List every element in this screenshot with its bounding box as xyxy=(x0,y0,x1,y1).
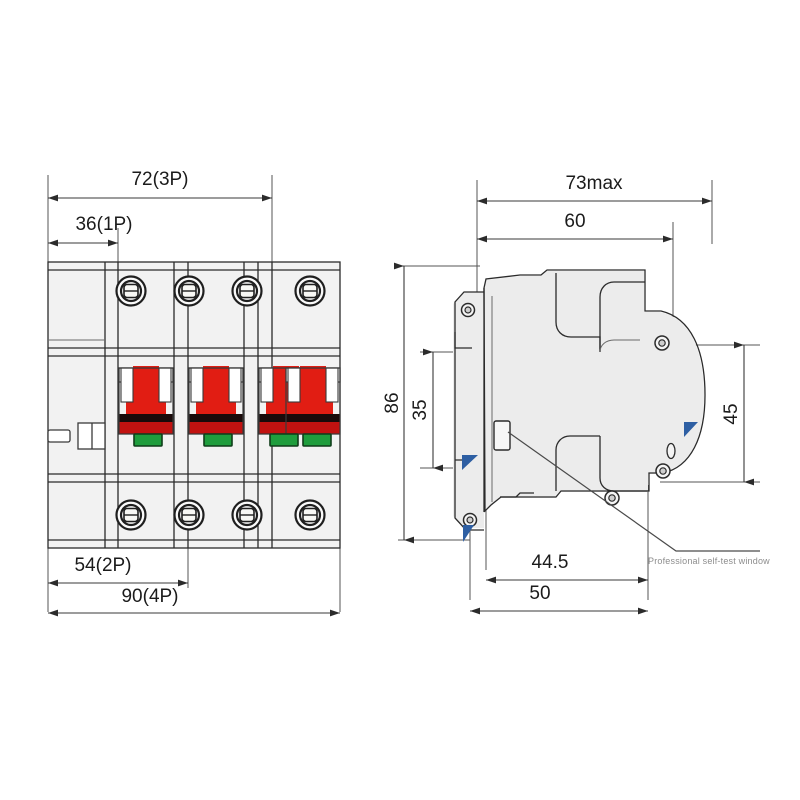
dimension-label: 72(3P) xyxy=(131,169,188,190)
dimension-label: 90(4P) xyxy=(121,586,178,607)
dimension-86: 86 xyxy=(382,262,414,544)
front-top-terminals xyxy=(115,275,326,307)
dimension-label: 35 xyxy=(410,399,431,420)
front-view-group: 72(3P) 36(1P) 54(2P) 90(4P) xyxy=(47,169,341,617)
dimension-label: 73max xyxy=(565,173,623,194)
indicator-green xyxy=(203,433,233,447)
din-clip-blue xyxy=(463,525,474,542)
side-rivets xyxy=(460,302,676,528)
self-test-window xyxy=(493,420,511,451)
toggle-levers[interactable] xyxy=(118,366,341,435)
din-rail-clips xyxy=(462,422,698,542)
dimension-label: 60 xyxy=(564,211,585,232)
status-indicators xyxy=(133,433,332,447)
dimension-label: 45 xyxy=(721,403,742,424)
dimension-label: 36(1P) xyxy=(75,214,132,235)
din-clip-blue xyxy=(684,422,698,437)
self-test-note: Professional self-test window xyxy=(648,556,770,566)
terminal-screw xyxy=(115,499,147,531)
toggle-lever xyxy=(285,366,341,435)
terminal-screw xyxy=(115,275,147,307)
self-test-leader: Professional self-test window xyxy=(507,431,770,566)
dimension-90-4p: 90(4P) xyxy=(48,586,340,617)
side-view-group: Professional self-test window 73max 60 8… xyxy=(382,173,770,615)
indicator-green xyxy=(133,433,163,447)
dimension-label: 54(2P) xyxy=(74,555,131,576)
dimension-36-1p: 36(1P) xyxy=(48,214,133,247)
dimension-54-2p: 54(2P) xyxy=(48,555,188,587)
terminal-screw xyxy=(231,275,263,307)
dimension-44-5: 44.5 xyxy=(486,552,648,584)
dimension-45: 45 xyxy=(721,341,754,486)
side-body-profile xyxy=(453,269,706,531)
rivet xyxy=(462,512,478,528)
terminal-screw xyxy=(294,499,326,531)
rivet xyxy=(604,490,620,506)
toggle-lever xyxy=(188,366,244,435)
terminal-screw xyxy=(231,499,263,531)
dimension-label: 86 xyxy=(382,392,403,413)
front-bottom-terminals xyxy=(115,499,326,531)
dimension-35: 35 xyxy=(410,348,443,472)
indicator-green xyxy=(269,433,299,447)
dimension-label: 44.5 xyxy=(532,552,569,573)
indicator-green xyxy=(302,433,332,447)
rivet xyxy=(655,463,671,479)
rcd-test-slot xyxy=(47,422,106,450)
dimension-72-3p: 72(3P) xyxy=(48,169,272,202)
dimension-60: 60 xyxy=(477,211,673,243)
dimension-50: 50 xyxy=(470,583,648,615)
slot-hole xyxy=(666,442,676,460)
dimension-73max: 73max xyxy=(477,173,712,205)
din-clip-blue xyxy=(462,455,478,470)
terminal-screw xyxy=(173,275,205,307)
terminal-screw xyxy=(294,275,326,307)
toggle-lever xyxy=(118,366,174,435)
rivet xyxy=(654,335,670,351)
dimension-label: 50 xyxy=(529,583,550,604)
terminal-screw xyxy=(173,499,205,531)
rivet xyxy=(460,302,476,318)
